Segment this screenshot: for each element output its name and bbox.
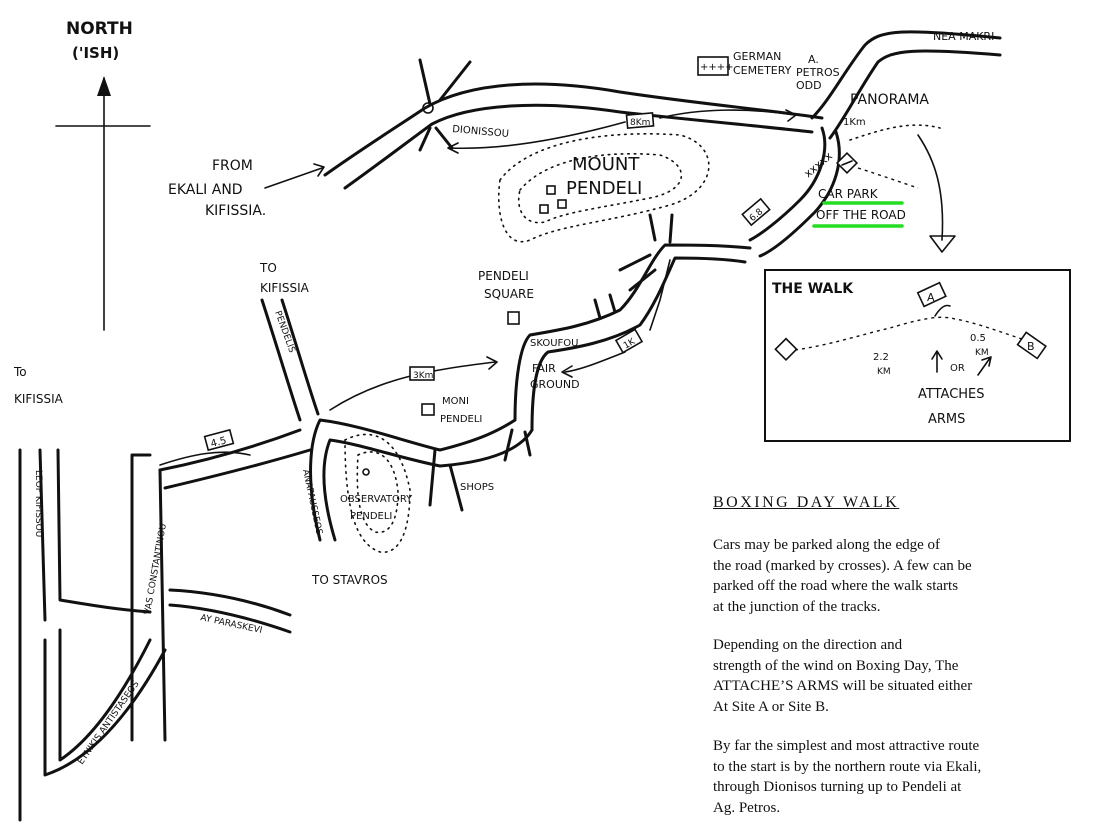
label-german: GERMAN xyxy=(733,50,781,63)
label-kifissia-b: KIFISSIA xyxy=(14,392,64,406)
road-dionissou xyxy=(323,58,824,190)
inset-dist-22: 2.2 xyxy=(873,352,889,363)
road-nea-makri xyxy=(810,30,1002,140)
label-moni: MONI xyxy=(442,396,469,407)
arrow-from-ekali xyxy=(264,163,325,189)
label-skoufou: SKOUFOU xyxy=(530,338,579,349)
road-stavros xyxy=(260,298,534,542)
observatory-icon xyxy=(362,468,370,476)
label-ay-paraskevi: AY PARASKEVI xyxy=(199,613,263,636)
label-odd: ODD xyxy=(796,79,822,92)
distance-marker-8km: 8Km xyxy=(625,112,655,129)
site-a-marker xyxy=(916,281,947,308)
buildings-icon xyxy=(539,185,567,214)
label-pendeli-mount: PENDELI xyxy=(566,178,642,199)
label-fair: FAIR xyxy=(532,362,556,375)
svg-text:++++: ++++ xyxy=(700,62,734,73)
site-b-label: B xyxy=(1027,340,1035,353)
distance-marker-1k: 1K xyxy=(614,328,644,354)
inset-dist-22-unit: KM xyxy=(877,367,891,377)
inset-dist-05: 0.5 xyxy=(970,333,986,344)
site-b-marker xyxy=(1016,331,1047,360)
label-mount: MOUNT xyxy=(572,154,640,175)
compass-label-ish: ('ISH) xyxy=(72,44,119,62)
inset-attaches: ATTACHES xyxy=(918,387,985,402)
svg-text:4.5: 4.5 xyxy=(210,435,228,450)
road-panorama xyxy=(748,126,841,258)
mount-pendeli-contours xyxy=(344,133,710,553)
label-square: SQUARE xyxy=(484,287,534,301)
label-from: FROM xyxy=(212,158,253,174)
label-anapafseos: ANAPAUSSEOS xyxy=(300,469,324,536)
svg-text:3Km: 3Km xyxy=(413,371,433,381)
label-ag: A. xyxy=(808,53,819,66)
label-off-the-road: OFF THE ROAD xyxy=(816,208,906,222)
svg-text:8Km: 8Km xyxy=(630,118,650,128)
label-ekali: EKALI AND xyxy=(168,182,243,198)
label-panorama: PANORAMA xyxy=(850,92,929,108)
site-a-label: A xyxy=(927,291,935,304)
square-icon xyxy=(507,311,520,325)
label-to-stavros: TO STAVROS xyxy=(311,573,388,587)
cemetery-icon: ++++ xyxy=(697,56,734,76)
start-marker-icon xyxy=(774,337,798,362)
label-nea-makri: NEA MAKRI xyxy=(933,30,994,43)
notice-paragraph-route: By far the simplest and most attractive … xyxy=(713,738,982,816)
inset-dist-05-unit: KM xyxy=(975,348,989,358)
label-petros: PETROS xyxy=(796,66,840,79)
label-dionissou: DIONISSOU xyxy=(452,124,510,140)
road-west xyxy=(18,428,312,822)
label-kifissia-a: KIFISSIA xyxy=(260,281,310,295)
walk-track xyxy=(794,316,1026,351)
distance-1km-top: 1Km xyxy=(843,117,866,128)
arrow-dionissou xyxy=(447,121,626,154)
inset-arms: ARMS xyxy=(928,412,965,427)
arrow-to-inset xyxy=(917,134,956,253)
label-to-a: TO xyxy=(259,261,277,275)
notice-paragraph-wind: Depending on the direction and strength … xyxy=(713,637,973,715)
label-kifissia-from: KIFISSIA. xyxy=(205,203,266,219)
label-cemetery: CEMETERY xyxy=(733,64,792,77)
label-car-park: CAR PARK xyxy=(818,187,879,201)
label-ground: GROUND xyxy=(530,378,580,391)
label-pendeli-sq: PENDELI xyxy=(478,269,529,283)
compass-label: NORTH xyxy=(66,19,133,39)
label-observatory-pendeli: PENDELI xyxy=(350,511,392,522)
notice-paragraph-parking: Cars may be parked along the edge of the… xyxy=(713,537,972,615)
inset-title: THE WALK xyxy=(772,281,854,297)
distance-marker-45: 4.5 xyxy=(203,428,235,452)
road-pendeli xyxy=(513,213,752,432)
north-arrow-icon xyxy=(55,76,151,331)
walk-inset: THE WALK A B 2.2 KM 0.5 KM OR ATTACHES A… xyxy=(764,269,1071,442)
monastery-icon xyxy=(421,403,435,416)
label-leof-kifissias: LEOF KIFISSOU xyxy=(33,470,43,537)
inset-or: OR xyxy=(950,363,965,374)
label-moni-pendeli: PENDELI xyxy=(440,414,482,425)
road-moni xyxy=(428,428,532,512)
distance-marker-3km: 3Km xyxy=(409,366,435,381)
parking-crosses-icon: xxxxx xyxy=(802,149,859,180)
distance-marker-68: 6.8 xyxy=(741,197,771,227)
label-shops: SHOPS xyxy=(460,482,494,493)
label-to-b: To xyxy=(13,365,27,379)
notice-title: BOXING DAY WALK xyxy=(713,494,900,511)
label-vas-konstantinou: VAS CONSTANTINOU xyxy=(143,523,169,616)
label-observatory: OBSERVATORY xyxy=(340,494,413,505)
